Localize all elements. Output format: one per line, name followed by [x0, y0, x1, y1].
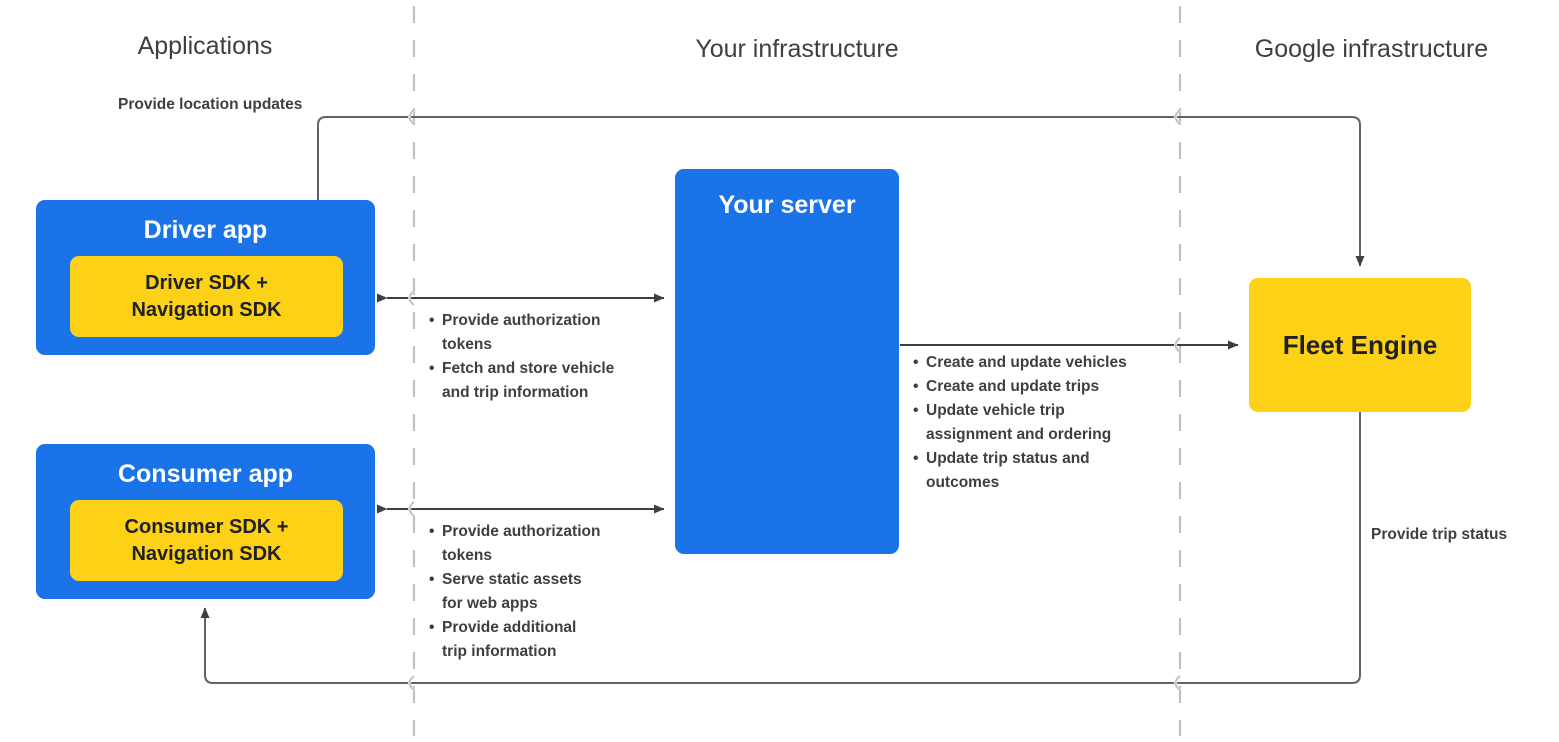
node-fleet-engine[interactable]: Fleet Engine	[1249, 278, 1471, 412]
list-item: Update vehicle trip assignment and order…	[913, 399, 1173, 447]
list-item: Create and update trips	[913, 375, 1173, 399]
list-item: Update trip status and outcomes	[913, 447, 1173, 495]
chip-consumer-sdk-label: Consumer SDK + Navigation SDK	[124, 515, 289, 565]
bullets-driver-to-server: Provide authorization tokens Fetch and s…	[429, 309, 659, 405]
node-your-server[interactable]: Your server	[675, 169, 899, 554]
hop-driver-server-line	[408, 290, 415, 306]
bullets-server-to-fleet-engine: Create and update vehicles Create and up…	[913, 351, 1173, 495]
node-driver-app[interactable]: Driver app Driver SDK + Navigation SDK	[36, 200, 375, 355]
bullet-list-consumer-to-server: Provide authorization tokens Serve stati…	[429, 520, 639, 664]
list-item: Provide authorization tokens	[429, 520, 639, 568]
chip-driver-sdk-label: Driver SDK + Navigation SDK	[131, 271, 282, 321]
hop-trip-status-line	[408, 675, 415, 691]
column-header-applications: Applications	[137, 32, 273, 60]
node-fleet-engine-title: Fleet Engine	[1282, 329, 1438, 360]
label-provide-location-updates: Provide location updates	[118, 96, 303, 113]
list-item: Serve static assets for web apps	[429, 568, 639, 616]
edge-fleetengine-consumer-trip-status	[200, 412, 1361, 684]
node-your-server-title: Your server	[718, 191, 856, 219]
bullets-consumer-to-server: Provide authorization tokens Serve stati…	[429, 520, 639, 664]
hop-consumer-server-line	[408, 501, 415, 517]
list-item: Provide authorization tokens	[429, 309, 659, 357]
hop-server-fleetengine-line	[1174, 337, 1181, 353]
node-consumer-app-title: Consumer app	[117, 460, 294, 488]
column-header-your-infrastructure: Your infrastructure	[695, 35, 899, 63]
chip-driver-sdk[interactable]: Driver SDK + Navigation SDK	[70, 256, 343, 337]
hop-location-updates-2-line	[1174, 109, 1181, 125]
list-item: Provide additional trip information	[429, 616, 639, 664]
hop-location-updates-line	[408, 109, 415, 125]
list-item: Create and update vehicles	[913, 351, 1173, 375]
bullet-list-driver-to-server: Provide authorization tokens Fetch and s…	[429, 309, 659, 405]
node-driver-app-title: Driver app	[143, 216, 268, 244]
chip-consumer-sdk[interactable]: Consumer SDK + Navigation SDK	[70, 500, 343, 581]
column-header-google-infrastructure: Google infrastructure	[1254, 35, 1489, 63]
bullet-list-server-to-fleet-engine: Create and update vehicles Create and up…	[913, 351, 1173, 495]
list-item: Fetch and store vehicle and trip informa…	[429, 357, 659, 405]
label-provide-trip-status: Provide trip status	[1371, 526, 1508, 543]
edge-driver-fleetengine-location-updates	[317, 116, 1365, 267]
node-consumer-app[interactable]: Consumer app Consumer SDK + Navigation S…	[36, 444, 375, 599]
hop-trip-status-2-line	[1174, 675, 1181, 691]
